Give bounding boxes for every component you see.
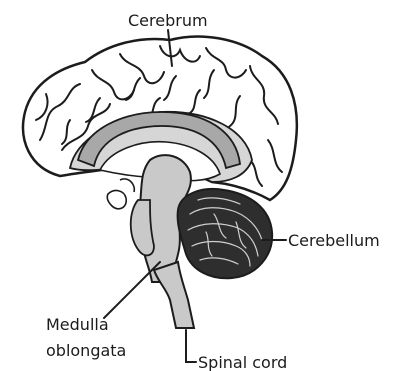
label-spinal-cord: Spinal cord: [198, 353, 287, 371]
pituitary: [107, 191, 126, 209]
label-cerebellum: Cerebellum: [288, 231, 380, 250]
cerebellum-shape: [178, 189, 273, 278]
label-medulla-line1: Medulla: [46, 315, 109, 334]
label-cerebrum: Cerebrum: [128, 11, 208, 30]
label-medulla-line2: oblongata: [46, 341, 126, 360]
spinal-cord-leader: [186, 330, 196, 362]
medulla-leader: [104, 262, 160, 318]
medulla-spinal-cord: [154, 262, 194, 328]
pons: [131, 200, 154, 255]
optic-region: [120, 179, 134, 192]
